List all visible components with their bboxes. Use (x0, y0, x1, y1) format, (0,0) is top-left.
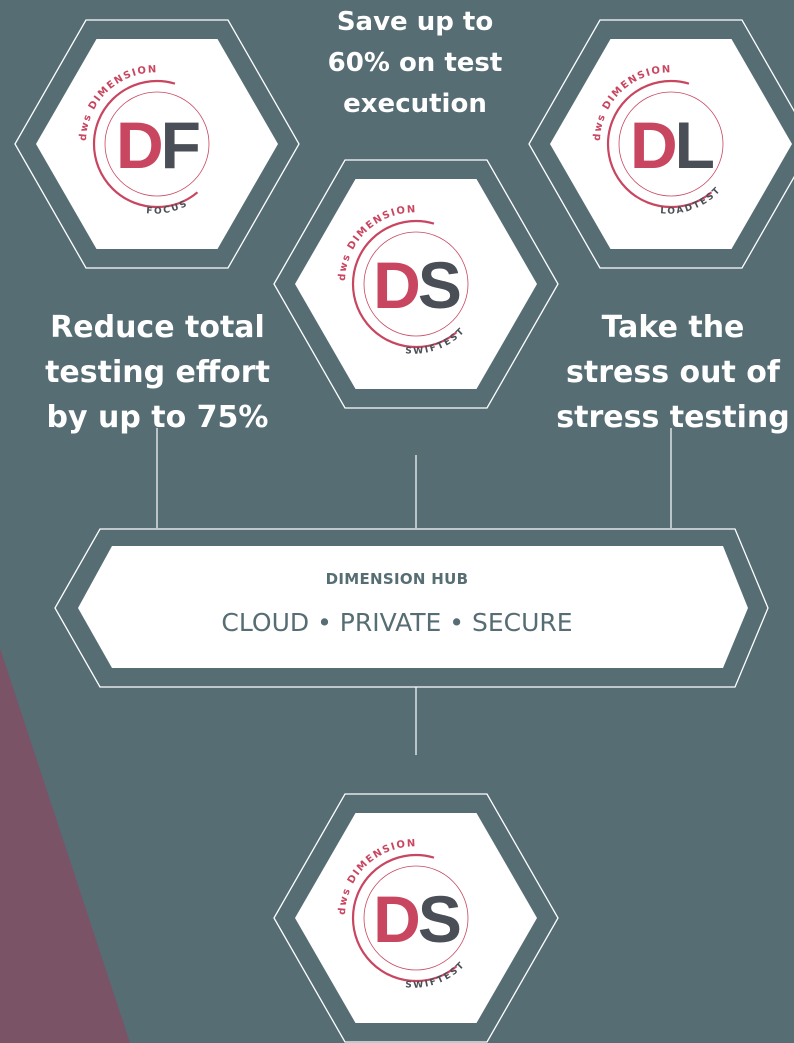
hexagon-fill (295, 813, 537, 1023)
dimension-hub (54, 528, 769, 688)
caption-line: Save up to (336, 7, 494, 37)
caption-focus: Reduce total testing effort by up to 75% (30, 305, 285, 440)
hub-outline (54, 528, 769, 688)
hexagon-outline (528, 19, 794, 269)
logo-ring-inner (363, 231, 469, 337)
caption-line: Reduce total (50, 310, 265, 345)
hub-fill (78, 546, 748, 668)
connector-lines (156, 428, 672, 755)
caption-line: stress testing (556, 400, 790, 435)
caption-line: stress out of (566, 355, 780, 390)
logo-ring-outer (351, 853, 481, 983)
hexagon-outline (273, 159, 559, 409)
hexagon-fill (295, 179, 537, 389)
caption-line: 60% on test (327, 48, 503, 78)
hexagon-fill (36, 39, 278, 249)
hexagon-outline (273, 793, 559, 1043)
logo-ring-inner (363, 865, 469, 971)
caption-swiftest: Save up to 60% on test execution (290, 2, 540, 125)
logo-ring-outer (606, 79, 736, 209)
logo-ring-outer (351, 219, 481, 349)
caption-line: testing effort (45, 355, 270, 390)
logo-letters: DS (373, 248, 460, 322)
logo-ring-inner (618, 91, 724, 197)
corner-accent-shape (0, 648, 130, 1043)
logo-ring-inner (104, 91, 210, 197)
hub-title: DIMENSION HUB (325, 570, 469, 588)
hub-subtitle: CLOUD • PRIVATE • SECURE (221, 608, 573, 637)
logo-letters: DF (116, 108, 199, 182)
caption-line: Take the (601, 310, 745, 345)
logo-letters: DS (373, 882, 460, 956)
caption-loadtest: Take the stress out of stress testing (548, 305, 794, 440)
hexagon-outline (14, 19, 300, 269)
logo-letters: DL (630, 108, 714, 182)
caption-line: by up to 75% (46, 400, 269, 435)
logo-ring-outer (92, 79, 222, 209)
hexagon-fill (550, 39, 792, 249)
caption-line: execution (343, 89, 487, 119)
